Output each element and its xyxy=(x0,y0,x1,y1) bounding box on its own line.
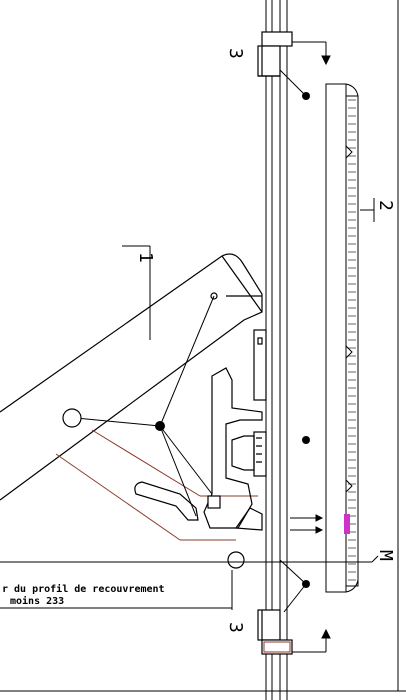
hinge-mechanism xyxy=(134,295,267,531)
bottom-bracket-accent xyxy=(263,641,291,653)
part-label-3-top: 3 xyxy=(225,48,246,59)
part-label-1: 1 xyxy=(135,252,156,263)
pivot-leader-lines xyxy=(279,69,307,613)
top-bracket xyxy=(257,31,293,77)
highlight-mark xyxy=(344,514,350,534)
panel-notches xyxy=(345,145,353,493)
annotation-leader xyxy=(0,570,233,610)
direction-arrows xyxy=(292,41,331,653)
tilted-sash xyxy=(0,253,263,501)
panel-hatching xyxy=(348,99,356,581)
annotation-line-2: moins 233 xyxy=(10,595,64,607)
vertical-rod xyxy=(265,0,288,700)
bottom-bracket xyxy=(257,609,293,655)
marker-label-m: M xyxy=(375,550,396,561)
large-pivot-left xyxy=(62,408,82,428)
sash-accent-lines xyxy=(55,429,258,541)
label-leaders xyxy=(360,198,375,222)
annotation-line-1: r du profil de recouvrement xyxy=(2,583,165,595)
mechanism-arrows xyxy=(290,514,324,534)
m-reference-line xyxy=(0,555,379,563)
right-panel xyxy=(325,83,359,593)
part-label-2: 2 xyxy=(375,200,396,211)
linkage-lines xyxy=(75,245,215,517)
part-label-3-bottom: 3 xyxy=(225,622,246,633)
large-pivot-bottom xyxy=(227,551,245,569)
